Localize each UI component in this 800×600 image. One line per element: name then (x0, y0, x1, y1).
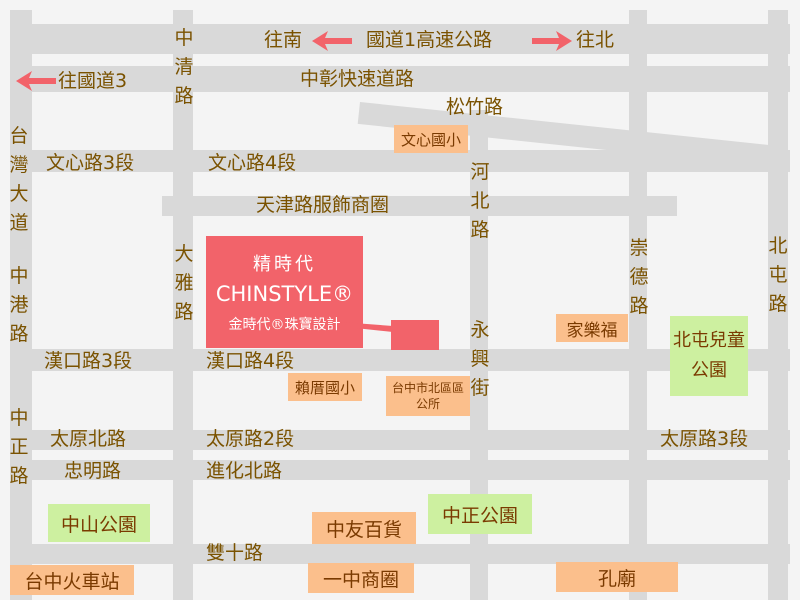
label-taiyuan-north: 太原北路 (50, 428, 127, 450)
road-wenxin (10, 150, 790, 172)
label-jinhua-north: 進化北路 (206, 460, 283, 482)
label-wenxin3: 文心路3段 (46, 152, 135, 174)
landmark-laicuo-elementary: 賴厝國小 (288, 373, 362, 401)
landmark-taichung-station: 台中火車站 (10, 565, 134, 595)
label-chongde: 崇德路 (629, 237, 649, 317)
label-hankou4: 漢口路4段 (206, 350, 295, 372)
label-zhongming: 忠明路 (64, 460, 122, 482)
road-tianjin (162, 196, 677, 216)
label-wenxin4: 文心路4段 (208, 152, 297, 174)
landmark-zhongyou-dept: 中友百貨 (312, 512, 416, 544)
landmark-north-district-office: 台中市北區區公所 (386, 376, 470, 416)
label-south: 往南 (264, 29, 303, 51)
road-hebei-yongxing (470, 110, 488, 600)
landmark-yizhong-shopping: 一中商圈 (308, 563, 414, 593)
label-songzhu: 松竹路 (446, 96, 504, 118)
road-taiyuan (10, 430, 790, 450)
store-callout: 精時代 CHINSTYLE® 金時代®珠寶設計 (206, 236, 363, 348)
road-zhongzhang-expressway (10, 66, 790, 92)
landmark-zhongzheng-park: 中正公園 (428, 494, 532, 534)
store-tagline: 金時代®珠寶設計 (228, 317, 341, 333)
store-name-zh: 精時代 (253, 254, 316, 275)
arrow-south-icon (312, 31, 352, 51)
label-taiyuan3: 太原路3段 (660, 428, 749, 450)
label-taiwan-blvd: 台灣大道 (9, 125, 29, 234)
arrow-route3-icon (16, 71, 56, 91)
label-north: 往北 (576, 29, 615, 51)
road-daya (173, 10, 193, 600)
label-shuangshi: 雙十路 (206, 542, 264, 564)
label-zhongzheng: 中正路 (9, 407, 29, 487)
arrow-north-icon (532, 31, 572, 51)
landmark-jiale-fu: 家樂福 (556, 314, 628, 342)
road-beitun (768, 10, 788, 600)
label-freeway1: 國道1高速公路 (366, 29, 493, 51)
label-to-route3: 往國道3 (58, 70, 128, 92)
landmark-beitun-children-park: 北屯兒童公園 (670, 316, 748, 396)
landmark-beitun-children-park-label: 北屯兒童公園 (673, 330, 745, 381)
label-beitun: 北屯路 (768, 235, 788, 315)
label-zhonggang: 中港路 (9, 265, 29, 345)
label-zhongzhang-expressway: 中彰快速道路 (300, 68, 415, 90)
label-zhongqing: 中清路 (174, 27, 194, 107)
label-taiyuan2: 太原路2段 (206, 428, 295, 450)
store-location-marker[interactable] (391, 320, 439, 350)
road-freeway1 (10, 24, 790, 54)
store-name-en: CHINSTYLE® (215, 282, 354, 306)
road-taiwan-blvd (10, 10, 32, 600)
road-hankou (10, 349, 790, 371)
landmark-north-district-office-label: 台中市北區區公所 (392, 381, 465, 411)
landmark-confucius-temple: 孔廟 (556, 562, 678, 592)
label-daya: 大雅路 (174, 243, 194, 323)
landmark-zhongshan-park: 中山公園 (48, 504, 150, 542)
label-tianjin: 天津路服飾商圈 (256, 194, 390, 216)
label-hankou3: 漢口路3段 (44, 350, 133, 372)
label-hebei: 河北路 (470, 161, 490, 241)
road-chongde (629, 10, 647, 600)
label-yongxing: 永興街 (470, 319, 490, 399)
road-shuangshi (10, 544, 790, 564)
road-zhongming-jinhua (10, 460, 790, 480)
landmark-wenxin-elementary: 文心國小 (394, 125, 468, 153)
